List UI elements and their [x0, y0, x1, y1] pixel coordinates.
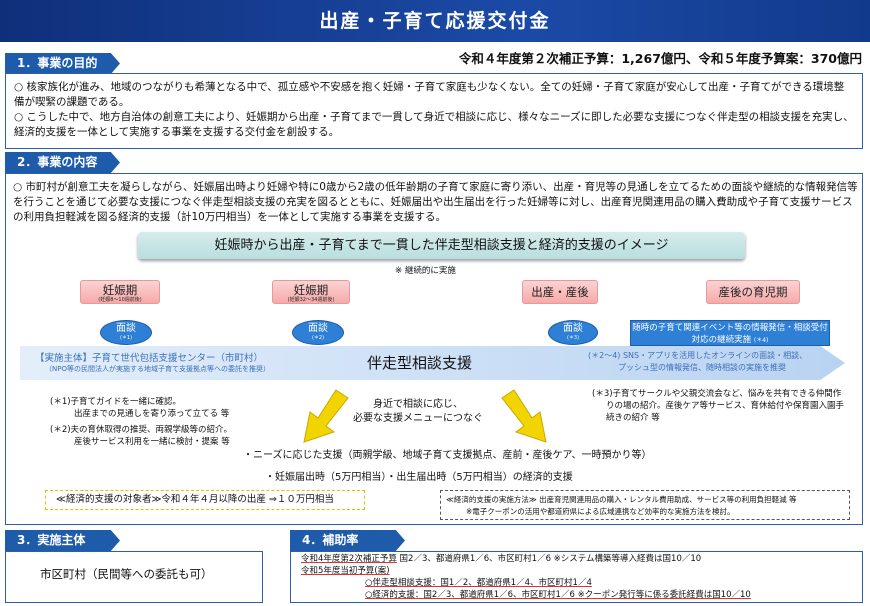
- support-band: [20, 346, 845, 380]
- needs-support: ・ニーズに応じた支援（両親学級、地域子育て支援拠点、産前・産後ケア、一時預かり等…: [243, 450, 652, 461]
- info-box: 随時の子育て関連イベント等の情報発信・相談受付対応の継続実施 (＊4): [630, 320, 830, 346]
- note-1: (＊1)子育てガイドを一緒に確認。出産までの見通しを寄り添って立てる 等: [50, 397, 230, 419]
- stage-childcare: 産後の育児期: [706, 280, 800, 304]
- interview-2: 面談(＊2): [292, 320, 344, 345]
- economic-support: ・妊娠届出時（5万円相当）・出生届出時（5万円相当）の経済的支援: [265, 472, 573, 483]
- arrow-down-left-icon: [303, 389, 349, 443]
- section-4-heading: 4．補助率: [290, 530, 405, 551]
- image-title: 妊娠時から出産・子育てまで一貫した伴走型相談支援と経済的支援のイメージ: [138, 232, 745, 259]
- section-1-heading: 1．事業の目的: [5, 53, 120, 74]
- section-3-heading: 3．実施主体: [5, 530, 120, 551]
- band-sub: （NPO等の民間法人が実施する地域子育て支援拠点等への委託を推奨）: [45, 365, 270, 373]
- page-title: 出産・子育て応援交付金: [0, 0, 870, 42]
- continuous-note: ※ 継続的に実施: [395, 266, 456, 276]
- budget-summary: 令和４年度第２次補正予算：1,267億円、令和５年度予算案：370億円: [458, 51, 862, 66]
- section-3-box: 市区町村（民間等への委託も可）: [5, 551, 263, 603]
- method-box: ≪経済的支援の実施方法≫ 出産育児関連用品の購入・レンタル費用助成、サービス等の…: [440, 490, 850, 520]
- note-3: (＊3)子育てサークルや父親交流会など、悩みを共有できる仲間作りの場の紹介。産後…: [592, 389, 845, 423]
- stage-pregnancy-early: 妊娠期(妊娠8～10週前後): [80, 280, 160, 304]
- implementing-body: 市区町村（民間等への委託も可）: [40, 567, 213, 581]
- arrow-down-right-icon: [501, 389, 547, 443]
- interview-1: 面談(＊1): [100, 320, 152, 345]
- band-title: 伴走型相談支援: [367, 354, 473, 372]
- stage-pregnancy-late: 妊娠期(妊娠32～34週前後): [272, 280, 350, 304]
- target-box: ≪経済的支援の対象者≫令和４年４月以降の出産 ⇒１０万円相当: [45, 490, 365, 510]
- purpose-2: ○ こうした中で、地方自治体の創意工夫により、妊娠期から出産・子育てまで一貫して…: [14, 111, 854, 138]
- section-4-box: 令和4年度第2次補正予算 国2／3、都道府県1／6、市区町村1／6 ※システム構…: [290, 551, 863, 603]
- purpose-1: ○ 核家族化が進み、地域のつながりも希薄となる中で、孤立感や不安感を抱く妊婦・子…: [14, 81, 845, 108]
- section-2-box: [5, 173, 863, 525]
- section-2-heading: 2．事業の内容: [5, 152, 120, 173]
- interview-3: 面談(＊3): [548, 320, 598, 345]
- stage-birth: 出産・産後: [522, 280, 598, 304]
- band-right: (＊2～4) SNS・アプリを活用したオンラインの面談・相談、プッシュ型の情報発…: [588, 351, 808, 372]
- note-2: (＊2)夫の育休取得の推奨、両親学級等の紹介。産後サービス利用を一緒に検討・提案…: [50, 425, 233, 447]
- content-text: ○ 市町村が創意工夫を凝らしながら、妊娠届出時より妊婦や特に0歳から2歳の低年齢…: [13, 181, 858, 223]
- section-1-box: ○ 核家族化が進み、地域のつながりも希薄となる中で、孤立感や不安感を抱く妊婦・子…: [5, 73, 863, 149]
- center-text: 身近で相談に応じ、必要な支援メニューにつなぐ: [353, 399, 483, 424]
- band-main: 【実施主体】子育て世代包括支援センター（市町村）: [35, 353, 264, 364]
